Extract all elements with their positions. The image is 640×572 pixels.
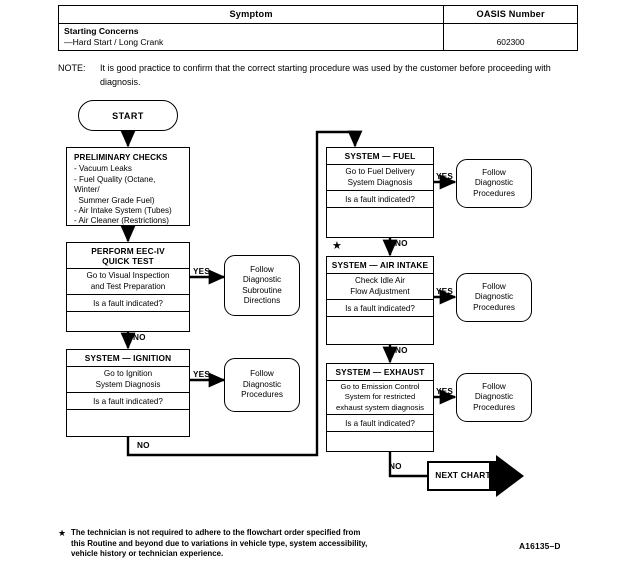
eec-header-line1: PERFORM EEC-IV	[91, 245, 165, 256]
fuel-header: SYSTEM — FUEL	[327, 148, 433, 165]
preliminary-item-3: - Air Intake System (Tubes)	[74, 206, 172, 216]
ignition-question: Is a fault indicated?	[67, 393, 189, 410]
follow-sub-line4: Directions	[243, 295, 281, 305]
follow-fuel-line2: Diagnostic	[474, 178, 514, 188]
follow-air-line3: Procedures	[473, 302, 515, 312]
node-system-ignition: SYSTEM — IGNITION Go to Ignition System …	[66, 349, 190, 437]
eec-header-line2: QUICK TEST	[102, 255, 154, 266]
preliminary-item-1: - Fuel Quality (Octane, Winter/	[74, 174, 156, 195]
edge-label-yes-eec: YES	[193, 267, 210, 276]
concern-title: Starting Concerns	[64, 26, 139, 36]
exhaust-header: SYSTEM — EXHAUST	[327, 364, 433, 381]
preliminary-item-0: - Vacuum Leaks	[74, 164, 132, 174]
follow-ign-line1: Follow	[250, 369, 274, 379]
edge-label-yes-air-intake: YES	[436, 287, 453, 296]
follow-ign-line2: Diagnostic	[242, 379, 282, 389]
edge-label-no-fuel: NO	[395, 239, 408, 248]
node-system-fuel: SYSTEM — FUEL Go to Fuel Delivery System…	[326, 147, 434, 238]
exhaust-action-line3: exhaust system diagnosis	[335, 402, 425, 412]
exhaust-spacer	[327, 432, 433, 451]
ignition-header: SYSTEM — IGNITION	[67, 350, 189, 367]
edge-label-yes-exhaust: YES	[436, 387, 453, 396]
footnote-star-icon: ★	[58, 528, 67, 538]
eec-action-line2: and Test Preparation	[90, 281, 166, 291]
follow-sub-line3: Subroutine	[242, 285, 282, 295]
edge-label-no-exhaust: NO	[389, 462, 402, 471]
node-system-air-intake: SYSTEM — AIR INTAKE Check Idle Air Flow …	[326, 256, 434, 345]
oasis-number: 602300	[496, 37, 525, 47]
follow-exh-line1: Follow	[482, 381, 506, 391]
fuel-action-line2: System Diagnosis	[347, 177, 413, 187]
edge-label-no-air-intake: NO	[395, 346, 408, 355]
fuel-question: Is a fault indicated?	[327, 191, 433, 208]
node-follow-procedures-fuel: Follow Diagnostic Procedures	[456, 159, 532, 208]
follow-sub-line2: Diagnostic	[242, 275, 282, 285]
node-follow-procedures-air-intake: Follow Diagnostic Procedures	[456, 273, 532, 322]
node-follow-subroutine-directions: Follow Diagnostic Subroutine Directions	[224, 255, 300, 316]
footnote-line1: The technician is not required to adhere…	[71, 528, 361, 537]
exhaust-action: Go to Emission Control System for restri…	[327, 381, 433, 415]
eec-action-line1: Go to Visual Inspection	[86, 271, 170, 281]
node-start: START	[78, 100, 178, 131]
edge-label-yes-ignition: YES	[193, 370, 210, 379]
follow-fuel-line1: Follow	[482, 167, 506, 177]
fuel-spacer	[327, 208, 433, 237]
footnote-line3: vehicle history or technician experience…	[71, 549, 224, 558]
footnote-line2: this Routine and beyond due to variation…	[71, 538, 368, 548]
follow-exh-line3: Procedures	[473, 402, 515, 412]
exhaust-question: Is a fault indicated?	[327, 415, 433, 432]
air-intake-action-line2: Flow Adjustment	[350, 286, 410, 296]
air-intake-header: SYSTEM — AIR INTAKE	[327, 257, 433, 274]
note-label: NOTE:	[58, 63, 86, 73]
ignition-action-line1: Go to Ignition	[103, 369, 153, 379]
footnote-block: ★ The technician is not required to adhe…	[58, 528, 458, 560]
air-intake-spacer	[327, 317, 433, 344]
fuel-action-line1: Go to Fuel Delivery	[345, 167, 415, 177]
node-follow-procedures-ignition: Follow Diagnostic Procedures	[224, 358, 300, 412]
note-text: It is good practice to confirm that the …	[100, 63, 551, 87]
start-label: START	[112, 110, 144, 121]
exhaust-action-line2: System for restricted	[344, 392, 416, 402]
preliminary-title: PRELIMINARY CHECKS	[74, 153, 168, 162]
ignition-spacer	[67, 410, 189, 436]
cell-symptom: Starting Concerns —Hard Start / Long Cra…	[57, 23, 445, 51]
table-row: Starting Concerns —Hard Start / Long Cra…	[57, 23, 578, 51]
follow-air-line1: Follow	[482, 281, 506, 291]
follow-air-line2: Diagnostic	[474, 292, 514, 302]
cell-oasis: 602300	[443, 23, 578, 51]
exhaust-action-line1: Go to Emission Control	[340, 382, 420, 392]
follow-exh-line2: Diagnostic	[474, 392, 514, 402]
eec-question: Is a fault indicated?	[67, 295, 189, 312]
note-block: NOTE: It is good practice to confirm tha…	[58, 62, 558, 89]
document-id: A16135–D	[519, 541, 561, 551]
ignition-action-line2: System Diagnosis	[95, 379, 161, 389]
follow-fuel-line3: Procedures	[473, 188, 515, 198]
node-follow-procedures-exhaust: Follow Diagnostic Procedures	[456, 373, 532, 422]
edge-label-yes-fuel: YES	[436, 172, 453, 181]
air-intake-action: Check Idle Air Flow Adjustment	[327, 274, 433, 300]
node-eec-quick-test: PERFORM EEC-IV QUICK TEST Go to Visual I…	[66, 242, 190, 332]
preliminary-item-2: Summer Grade Fuel)	[74, 195, 155, 205]
next-chart-label: NEXT CHART	[435, 470, 491, 480]
eec-action: Go to Visual Inspection and Test Prepara…	[67, 269, 189, 295]
air-intake-star-marker: ★	[332, 240, 342, 252]
node-system-exhaust: SYSTEM — EXHAUST Go to Emission Control …	[326, 363, 434, 452]
follow-sub-line1: Follow	[250, 264, 274, 274]
node-preliminary-checks: PRELIMINARY CHECKS - Vacuum Leaks - Fuel…	[66, 147, 190, 226]
air-intake-action-line1: Check Idle Air	[355, 276, 405, 286]
concern-detail: —Hard Start / Long Crank	[64, 37, 164, 47]
fuel-action: Go to Fuel Delivery System Diagnosis	[327, 165, 433, 191]
eec-spacer	[67, 312, 189, 330]
edge-label-no-eec: NO	[133, 333, 146, 342]
eec-header: PERFORM EEC-IV QUICK TEST	[67, 243, 189, 269]
symptom-table: Symptom OASIS Number Starting Concerns —…	[57, 5, 578, 51]
follow-ign-line3: Procedures	[241, 390, 283, 400]
air-intake-question: Is a fault indicated?	[327, 300, 433, 317]
ignition-action: Go to Ignition System Diagnosis	[67, 367, 189, 393]
edge-label-no-ignition: NO	[137, 441, 150, 450]
preliminary-item-4: - Air Cleaner (Restrictions)	[74, 216, 169, 226]
